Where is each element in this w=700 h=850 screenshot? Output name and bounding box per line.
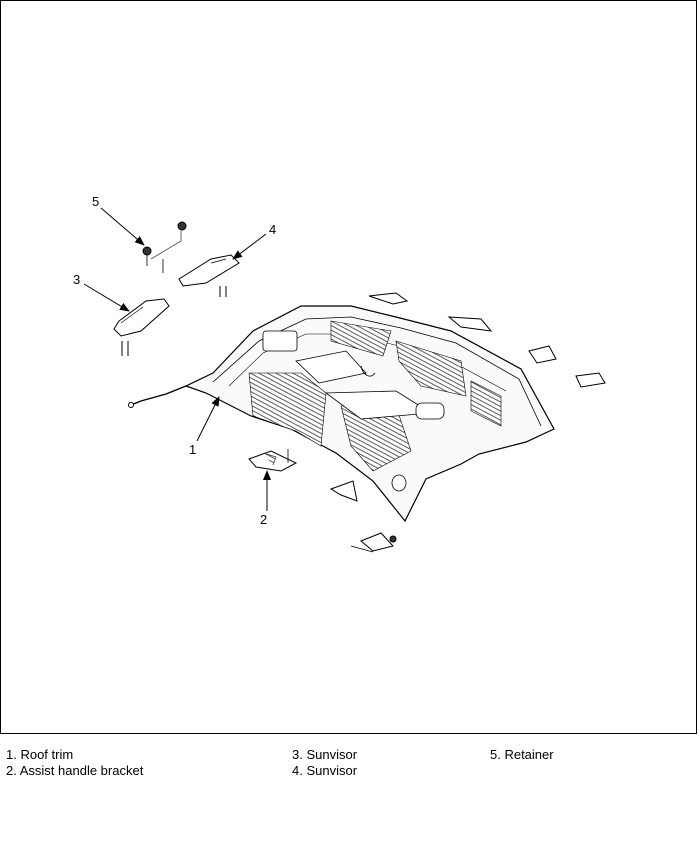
legend-item-sunvisor-4: 4. Sunvisor: [292, 763, 358, 778]
leader-arrow-3: [83, 283, 130, 312]
callout-3: 3: [73, 272, 80, 287]
exploded-view-drawing: 5 4 3 1 2: [73, 194, 606, 553]
callout-4: 4: [269, 222, 276, 237]
legend-item-sunvisor-3: 3. Sunvisor: [292, 747, 358, 762]
legend-item-assist-handle-bracket: 2. Assist handle bracket: [6, 763, 144, 778]
callout-1: 1: [189, 442, 196, 457]
parts-legend: 1. Roof trim 2. Assist handle bracket 3.…: [0, 747, 700, 787]
sunvisor-left-part: [113, 298, 170, 356]
leader-arrow-1: [196, 396, 220, 442]
callout-5: 5: [92, 194, 99, 209]
leader-arrow-5: [100, 207, 145, 246]
callout-2: 2: [260, 512, 267, 527]
leader-arrow-4: [232, 233, 267, 260]
assist-handle-bracket-part: [248, 292, 606, 553]
retainer-part: [142, 221, 187, 273]
roof-trim-part: [128, 305, 555, 523]
sunvisor-right-part: [178, 254, 240, 297]
legend-item-retainer: 5. Retainer: [490, 747, 554, 762]
legend-item-roof-trim: 1. Roof trim: [6, 747, 74, 762]
diagram-frame: 5 4 3 1 2: [0, 0, 697, 734]
